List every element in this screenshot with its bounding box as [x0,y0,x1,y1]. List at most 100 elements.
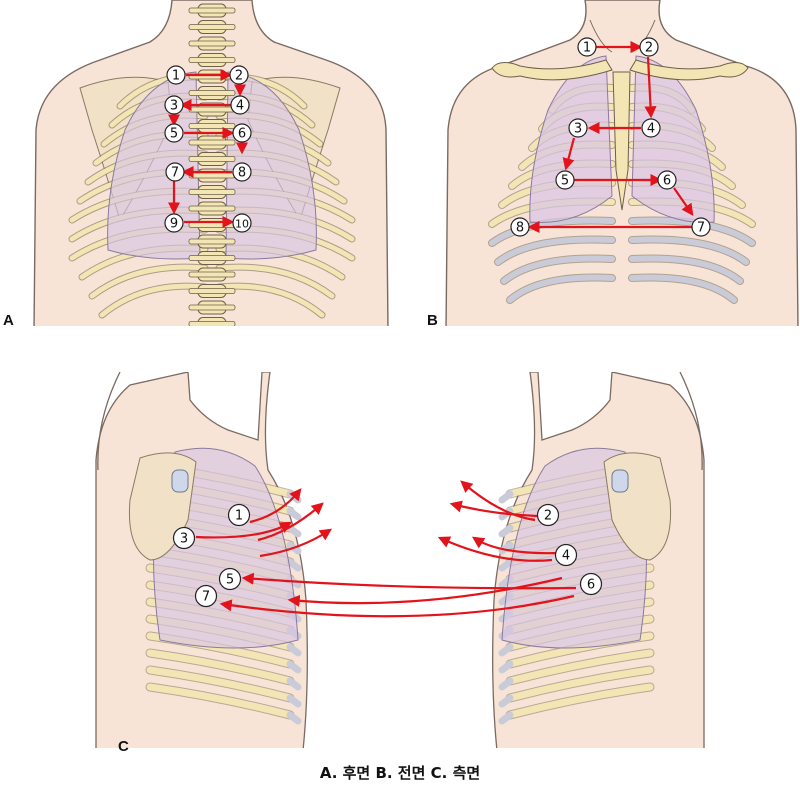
rib-right-side [507,274,615,303]
percussion-marker: 3 [172,526,196,550]
costal-cartilage [286,524,302,538]
right-view-arm-outline [679,372,703,471]
panel-c-lateral-left-view [95,372,308,748]
vertebra-process [188,288,236,294]
percussion-marker: 5 [218,567,242,591]
marker-circle [164,123,184,143]
marker-circle [172,526,196,550]
percussion-marker: 4 [554,543,578,567]
marker-circle [641,118,661,138]
percussion-markers-b: 1 2 3 4 5 6 7 8 [510,37,711,237]
marker-label: 6 [663,174,671,189]
lateral-rib [506,666,654,702]
vertebra-process [188,222,236,228]
marker-label: 5 [561,174,569,189]
rib-left [89,264,208,299]
marker-label: 8 [516,221,524,236]
marker-label: 2 [544,509,552,524]
costal-cartilage [286,558,302,572]
vertebra-process [188,156,236,162]
marker-circle [164,213,184,233]
panel-b-letter: B [427,312,438,329]
figure-caption: A. 후면 B. 전면 C. 측면 [319,764,481,782]
rib-right [216,283,325,318]
marker-circle [691,217,711,237]
marker-label: 3 [180,532,188,547]
marker-circle [166,65,186,85]
rib-left-side [629,255,743,284]
costal-cartilage [286,711,302,725]
marker-label: 6 [238,127,246,142]
right-lung-posterior [225,71,317,260]
marker-label: 1 [583,41,591,56]
marker-circle [164,95,184,115]
percussion-arrow [249,488,302,524]
marker-label: 7 [202,590,210,605]
vertebra-process [188,40,236,47]
costal-cartilage [498,558,514,572]
percussion-marker: 1 [577,37,597,57]
marker-circle [579,572,603,596]
panel-c-letter: C [118,738,129,755]
marker-circle [554,543,578,567]
marker-circle [232,162,252,182]
percussion-marker: 2 [229,65,249,85]
marker-circle [536,503,560,527]
marker-label: 7 [171,166,179,181]
marker-label: 10 [235,218,249,231]
percussion-marker: 8 [510,217,530,237]
percussion-arrow [449,500,538,518]
marker-label: 8 [238,166,246,181]
percussion-marker: 7 [194,584,218,608]
marker-label: 4 [562,549,570,564]
rib-right-side [501,255,615,284]
costal-cartilage [498,524,514,538]
marker-label: 5 [170,127,178,142]
marker-circle [577,37,597,57]
clavicles [491,59,749,81]
percussion-marker: 7 [165,162,185,182]
marker-circle [555,170,575,190]
rib-left-side [629,274,737,303]
percussion-marker: 2 [639,37,659,57]
percussion-marker: 3 [568,118,588,138]
vertebra-process [188,90,236,96]
marker-circle [657,170,677,190]
costal-cartilage [498,677,514,691]
lateral-rib [506,683,654,719]
percussion-arrow [471,536,561,555]
rib-left-side [629,236,749,265]
costal-cartilage [286,660,302,674]
costal-cartilage [498,490,514,504]
marker-label: 3 [170,99,178,114]
costal-cartilage [286,677,302,691]
left-view-joint [171,469,189,493]
marker-circle [165,162,185,182]
rib-right-side [489,217,615,246]
sternum [612,71,631,211]
marker-label: 2 [645,41,653,56]
percussion-arrows-c [195,480,577,618]
marker-circle [232,123,252,143]
marker-label: 7 [697,221,705,236]
percussion-arrow [562,137,576,171]
percussion-arrows-b [527,40,694,234]
percussion-arrow [437,536,553,562]
marker-circle [230,95,250,115]
marker-label: 1 [172,69,180,84]
marker-circle [510,217,530,237]
percussion-arrows-a [167,68,249,229]
right-view-joint [611,469,629,493]
costal-cartilage [286,643,302,657]
percussion-marker: 10 [232,213,252,233]
percussion-marker: 4 [641,118,661,138]
marker-label: 3 [574,122,582,137]
percussion-marker: 6 [232,123,252,143]
percussion-marker: 6 [657,170,677,190]
marker-label: 4 [647,122,655,137]
marker-label: 9 [170,217,178,232]
marker-circle [232,213,252,233]
